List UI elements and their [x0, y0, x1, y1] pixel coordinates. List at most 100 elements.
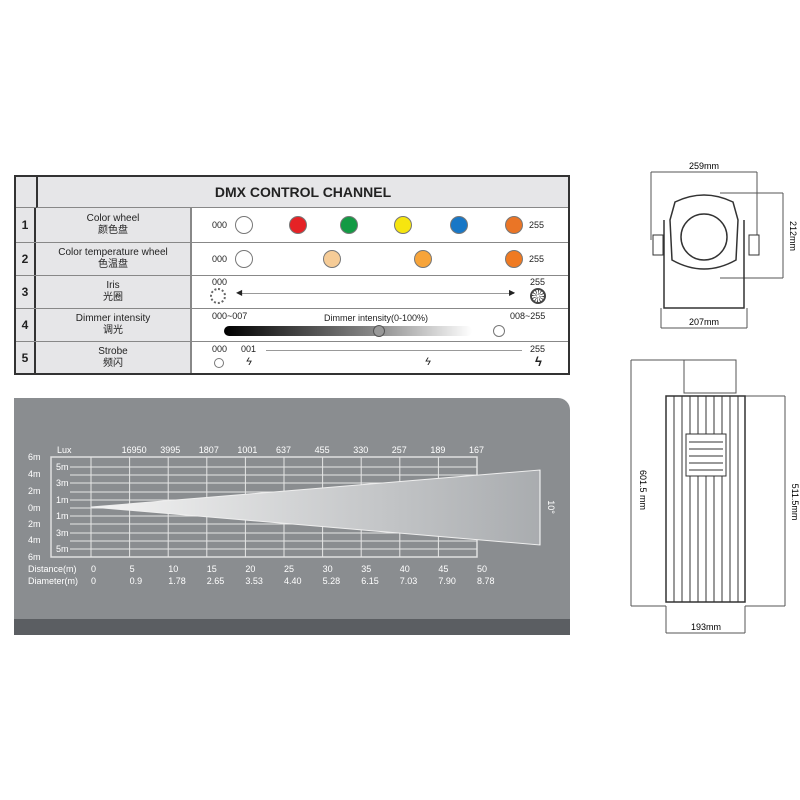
- inner-axis-tick: 5m: [56, 462, 69, 472]
- row-values: 000 255: [192, 243, 568, 275]
- distance-tick: 35: [361, 564, 371, 574]
- diameter-tick: 2.65: [207, 576, 225, 586]
- diameter-tick: 7.03: [400, 576, 418, 586]
- table-title: DMX CONTROL CHANNEL: [36, 177, 568, 208]
- distance-tick: 0: [91, 564, 96, 574]
- dimmer-gradient-bar: [224, 326, 472, 336]
- end-value: 255: [529, 220, 545, 230]
- row-values: 000 001 255 ϟ ϟ ϟ: [192, 342, 568, 373]
- yoke-bracket: [663, 220, 745, 309]
- color-dot-orange: [505, 250, 523, 268]
- label-cn: 色温盘: [98, 259, 128, 270]
- strobe-medium-icon: ϟ: [425, 356, 431, 368]
- diameter-tick: 1.78: [168, 576, 186, 586]
- light-beam: [90, 469, 541, 546]
- iris-closed-icon: [530, 288, 546, 304]
- side-body-label: 511.5mm: [790, 484, 800, 521]
- row-values: 000~007 Dimmer intensity(0-100%) 008~255: [192, 309, 568, 341]
- row-values: 000 255: [192, 208, 568, 242]
- diameter-tick: 4.40: [284, 576, 302, 586]
- beam-angle-label: 10°: [546, 500, 556, 514]
- left-knob-icon: [652, 234, 664, 256]
- lux-tick: 637: [276, 445, 291, 455]
- lux-tick: 3995: [160, 445, 180, 455]
- strobe-range-line: [266, 350, 522, 351]
- color-dot-green: [340, 216, 358, 234]
- label-en: Iris: [106, 280, 120, 291]
- dimmer-mid-marker: [373, 325, 385, 337]
- front-view-drawing: 259mm 212mm 207mm: [650, 161, 798, 329]
- left-axis-tick: 6m: [28, 552, 41, 562]
- color-dot-white: [235, 250, 253, 268]
- label-en: Color wheel: [86, 213, 140, 224]
- distance-tick: 15: [207, 564, 217, 574]
- start-value: 000: [212, 220, 228, 230]
- left-axis-tick: 2m: [28, 486, 41, 496]
- front-width-label: 259mm: [689, 161, 719, 171]
- end-value: 255: [530, 277, 546, 287]
- diameter-tick: 8.78: [477, 576, 495, 586]
- strobe-slow-icon: ϟ: [246, 356, 252, 368]
- left-axis-tick: 4m: [28, 469, 41, 479]
- label-en: Dimmer intensity: [75, 313, 151, 324]
- strobe-fast-icon: ϟ: [535, 354, 542, 369]
- left-axis-tick: 4m: [28, 535, 41, 545]
- heatsink-fins: [673, 396, 739, 602]
- left-axis-tick: 0m: [28, 503, 41, 513]
- front-height-label: 212mm: [788, 221, 798, 251]
- row-number: 5: [16, 342, 36, 373]
- arrow-left-icon: ◀: [236, 288, 243, 297]
- distance-tick: 45: [438, 564, 448, 574]
- distance-tick: 10: [168, 564, 178, 574]
- second-value: 001: [241, 344, 257, 354]
- distance-tick: 40: [400, 564, 410, 574]
- side-width-label: 193mm: [691, 622, 721, 632]
- color-dot-yellow: [394, 216, 412, 234]
- diameter-tick: 0.9: [130, 576, 143, 586]
- end-value: 008~255: [510, 311, 546, 321]
- lux-tick: 1807: [199, 445, 219, 455]
- label-cn: 光圈: [103, 292, 123, 303]
- start-value: 000: [212, 277, 228, 287]
- color-dot-white: [235, 216, 253, 234]
- side-view-drawing: 601.5 mm 511.5mm 193mm: [630, 359, 800, 634]
- row-number: 3: [16, 276, 36, 308]
- distance-tick: 5: [130, 564, 135, 574]
- inner-axis-tick: 5m: [56, 544, 69, 554]
- lux-tick: 189: [430, 445, 445, 455]
- color-dot-orange: [505, 216, 523, 234]
- lux-tick: 167: [469, 445, 484, 455]
- row-number: 4: [16, 309, 36, 341]
- lux-tick: 1001: [237, 445, 257, 455]
- left-axis-tick: 2m: [28, 519, 41, 529]
- label-cn: 频闪: [103, 357, 123, 369]
- distance-tick: 25: [284, 564, 294, 574]
- row-number: 1: [16, 208, 36, 242]
- start-value: 000: [212, 254, 228, 264]
- label-en: Color temperature wheel: [58, 247, 168, 258]
- lux-tick: 16950: [122, 445, 147, 455]
- start-value: 000: [212, 344, 228, 354]
- distance-tick: 20: [245, 564, 255, 574]
- color-dot-amber: [414, 250, 432, 268]
- row-values: 000 ◀ ▶ 255: [192, 276, 568, 308]
- inner-axis-tick: 1m: [56, 511, 69, 521]
- side-total-label: 601.5 mm: [638, 470, 648, 510]
- header-corner: [16, 177, 36, 208]
- lux-tick: 455: [315, 445, 330, 455]
- arrow-right-icon: ▶: [509, 288, 516, 297]
- diameter-tick: 3.53: [245, 576, 263, 586]
- lens-icon: [680, 213, 728, 261]
- lux-label: Lux: [57, 445, 72, 455]
